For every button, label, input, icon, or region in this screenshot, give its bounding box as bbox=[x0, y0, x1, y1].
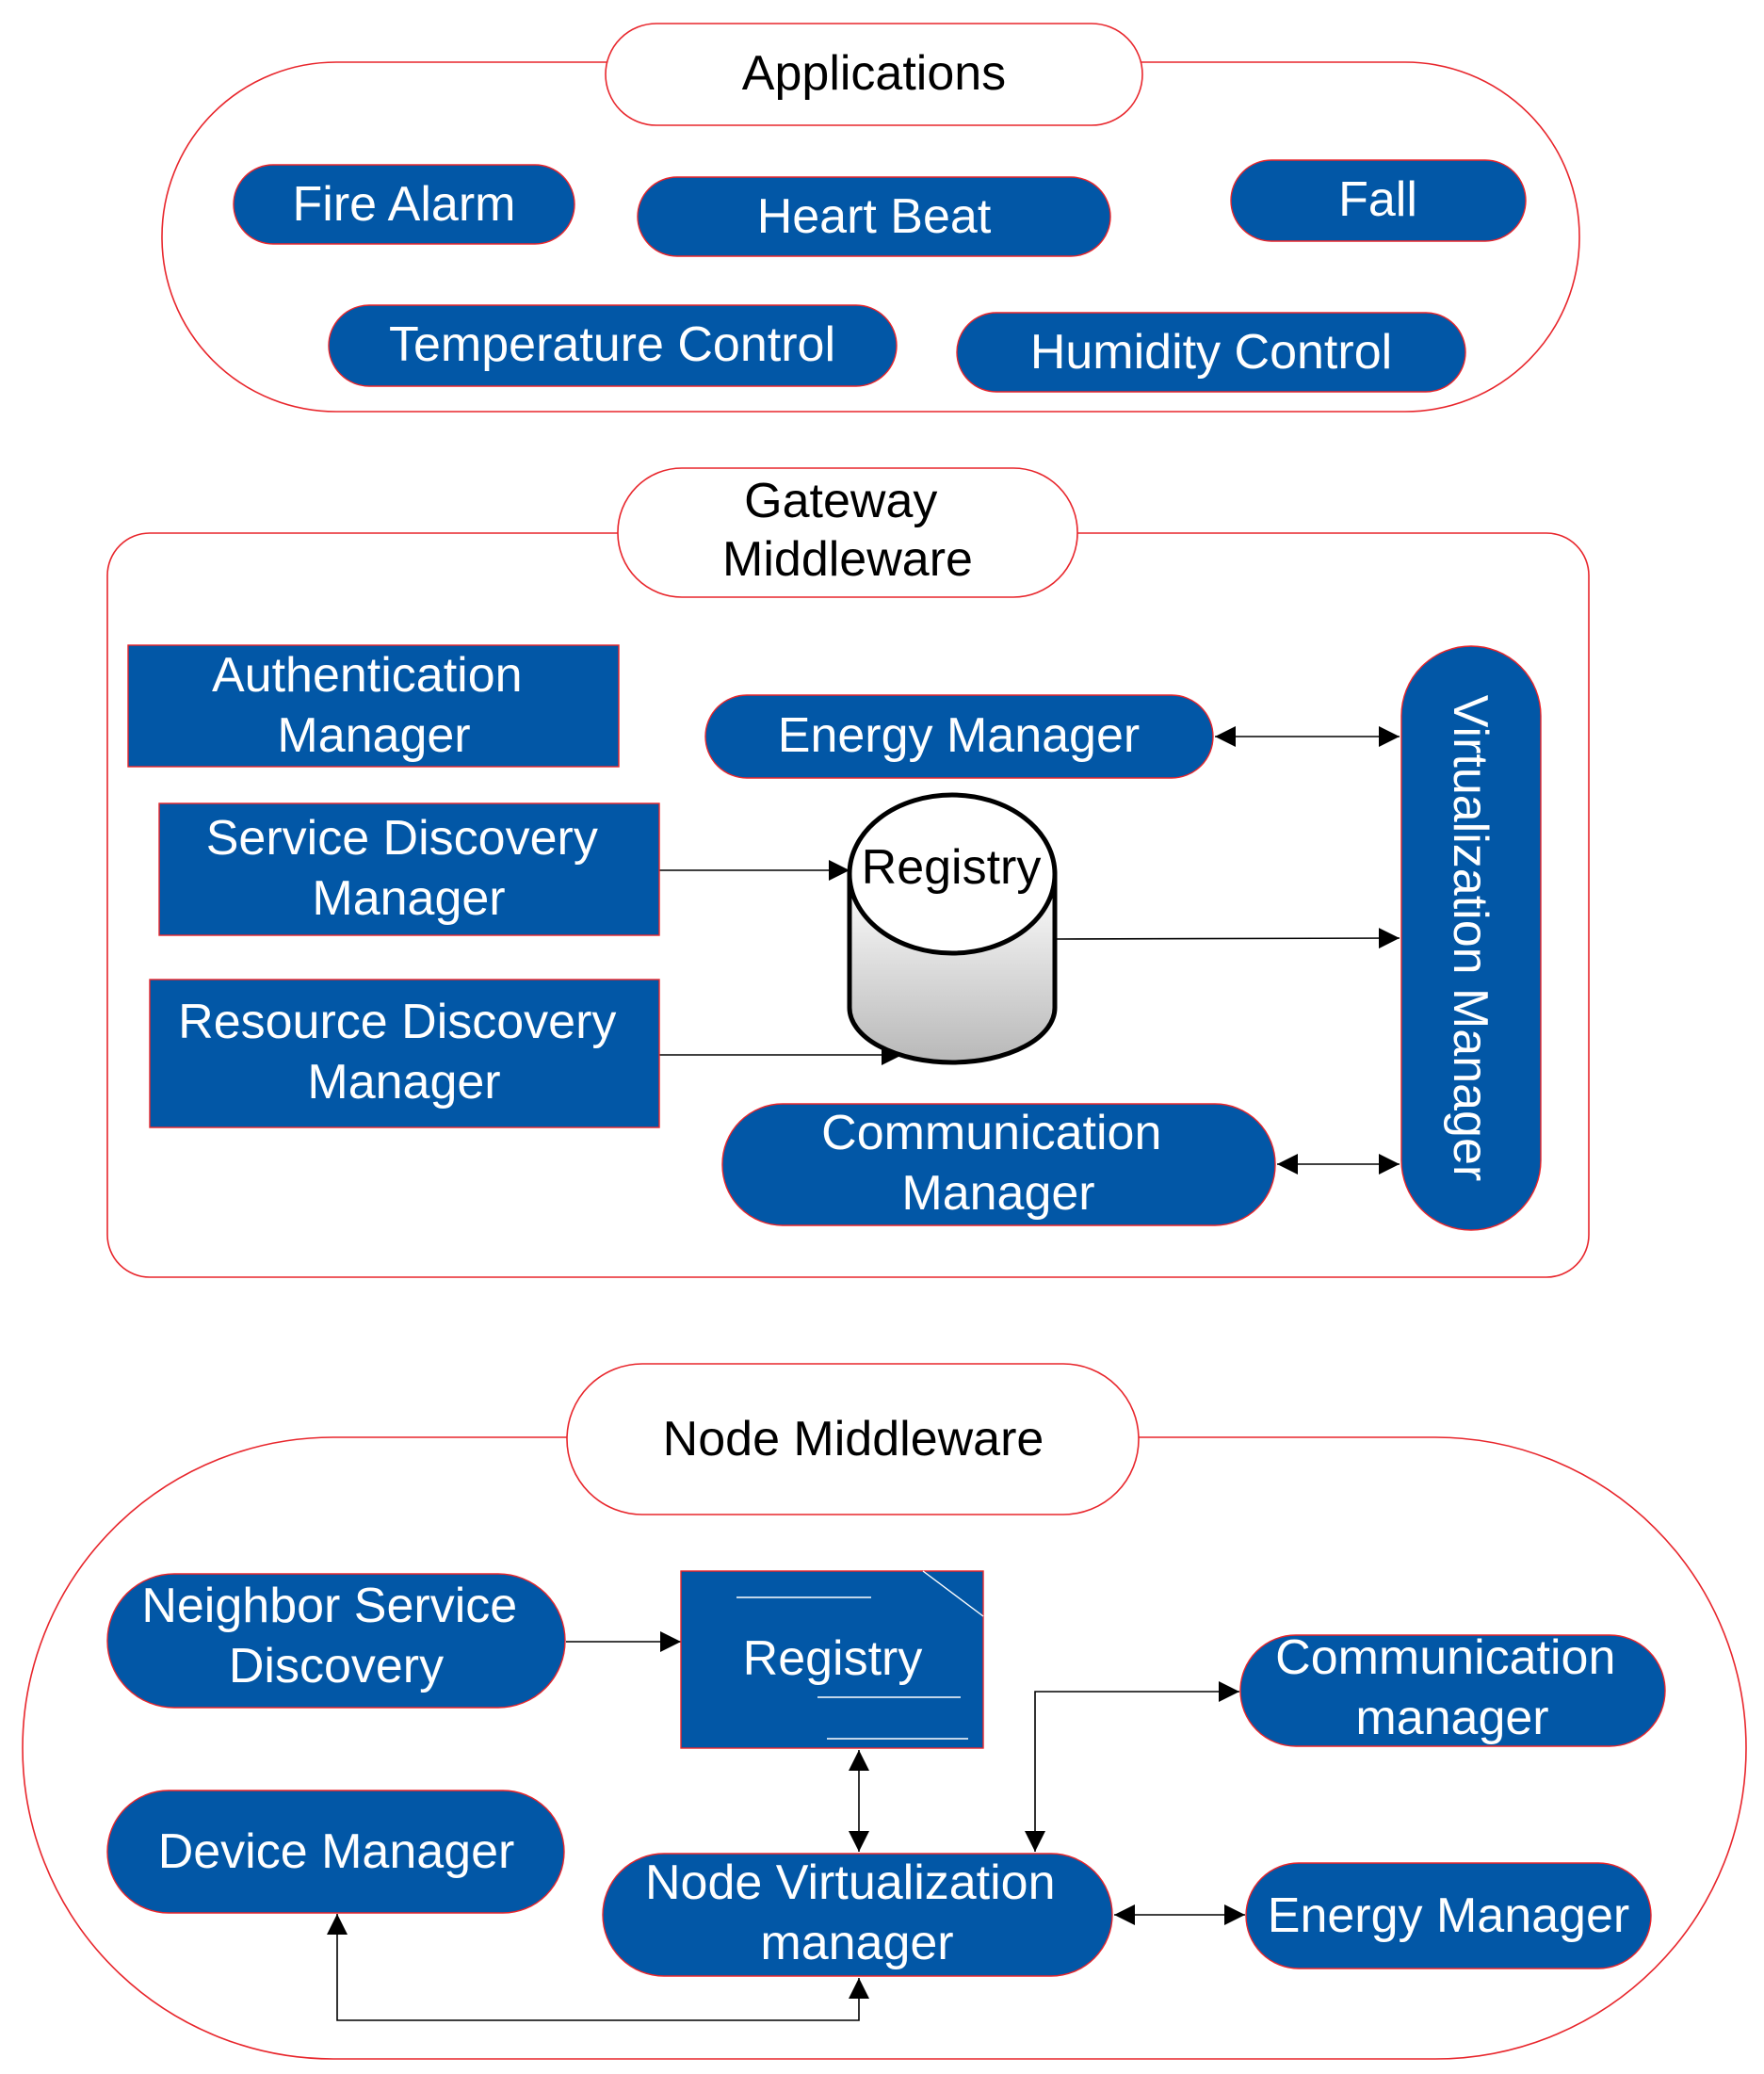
energy-manager-node[interactable]: Energy Manager bbox=[1245, 1862, 1652, 1969]
applications-title: Applications bbox=[742, 46, 1006, 101]
svg-text:Communication manager: Communication manager bbox=[1275, 1630, 1629, 1745]
communication-manager-node[interactable]: Communication manager bbox=[1239, 1630, 1666, 1747]
registry-page-fold bbox=[922, 1570, 984, 1617]
virtualization-manager[interactable]: Virtualization Manager bbox=[1400, 645, 1542, 1231]
gateway-title-pill bbox=[617, 467, 1078, 598]
svg-text:Service Discovery Man: Service Discovery Manager bbox=[206, 811, 612, 926]
energy-manager-gateway[interactable]: Energy Manager bbox=[704, 694, 1214, 779]
node-title: Node Middleware bbox=[663, 1412, 1044, 1466]
svg-text:Registry: Registry bbox=[743, 1631, 923, 1686]
heart-beat-app[interactable]: Heart Beat bbox=[637, 176, 1111, 257]
communication-manager-gateway[interactable]: Communication Manager bbox=[721, 1103, 1276, 1226]
svg-text:Temperature Control: Temperature Control bbox=[389, 317, 835, 372]
humidity-control-app[interactable]: Humidity Control bbox=[956, 312, 1466, 393]
node-middleware-layer: Node Middleware Neighbor Service Discove… bbox=[22, 1363, 1747, 2060]
svg-text:Heart Beat: Heart Beat bbox=[757, 189, 992, 244]
svg-text:Communication Manager: Communication Manager bbox=[821, 1106, 1175, 1221]
service-discovery-manager[interactable]: Service Discovery Manager bbox=[158, 802, 660, 936]
registry-cylinder-top bbox=[847, 792, 1058, 956]
svg-text:Node Virtualization ma: Node Virtualization manager bbox=[645, 1855, 1069, 1970]
node-virtualization-communication-connector bbox=[1025, 1681, 1239, 1852]
neighbor-service-discovery[interactable]: Neighbor Service Discovery bbox=[106, 1573, 566, 1709]
svg-text:Energy Manager: Energy Manager bbox=[778, 708, 1140, 763]
svg-text:Humidity Control: Humidity Control bbox=[1030, 325, 1392, 380]
svg-text:Fire Alarm: Fire Alarm bbox=[293, 177, 516, 232]
device-manager[interactable]: Device Manager bbox=[106, 1790, 565, 1914]
resource-discovery-manager[interactable]: Resource Discovery Manager bbox=[149, 979, 660, 1128]
svg-text:Resource Discovery Ma: Resource Discovery Manager bbox=[178, 995, 630, 1110]
fall-app[interactable]: Fall bbox=[1230, 159, 1527, 242]
gateway-title: Gateway Middleware bbox=[722, 474, 973, 587]
temperature-control-app[interactable]: Temperature Control bbox=[328, 304, 898, 387]
svg-text:Fall: Fall bbox=[1338, 172, 1417, 227]
gateway-middleware-layer: Gateway Middleware Authentication Manage… bbox=[106, 467, 1590, 1278]
svg-text:Neighbor Service Disco: Neighbor Service Discovery bbox=[141, 1579, 530, 1693]
applications-title-pill bbox=[605, 23, 1143, 126]
svg-text:Energy Manager: Energy Manager bbox=[1268, 1888, 1629, 1943]
svg-text:Registry: Registry bbox=[862, 840, 1042, 895]
svg-text:Virtualization Manager: Virtualization Manager bbox=[1443, 695, 1497, 1181]
svg-text:Authentication Manager: Authentication Manager bbox=[212, 648, 536, 763]
registry-virtualization-connector bbox=[1055, 928, 1400, 949]
device-manager-node-virtualization-connector bbox=[327, 1914, 869, 2021]
registry-database[interactable]: Registry bbox=[847, 792, 1058, 1065]
registry-node[interactable]: Registry bbox=[680, 1570, 984, 1749]
node-title-pill bbox=[566, 1363, 1140, 1515]
node-virtualization-manager[interactable]: Node Virtualization manager bbox=[602, 1853, 1113, 1977]
fire-alarm-app[interactable]: Fire Alarm bbox=[233, 164, 575, 245]
authentication-manager[interactable]: Authentication Manager bbox=[127, 644, 620, 768]
applications-layer: Applications Fire Alarm Heart Beat Fall … bbox=[161, 23, 1580, 413]
svg-text:Device Manager: Device Manager bbox=[158, 1824, 515, 1879]
